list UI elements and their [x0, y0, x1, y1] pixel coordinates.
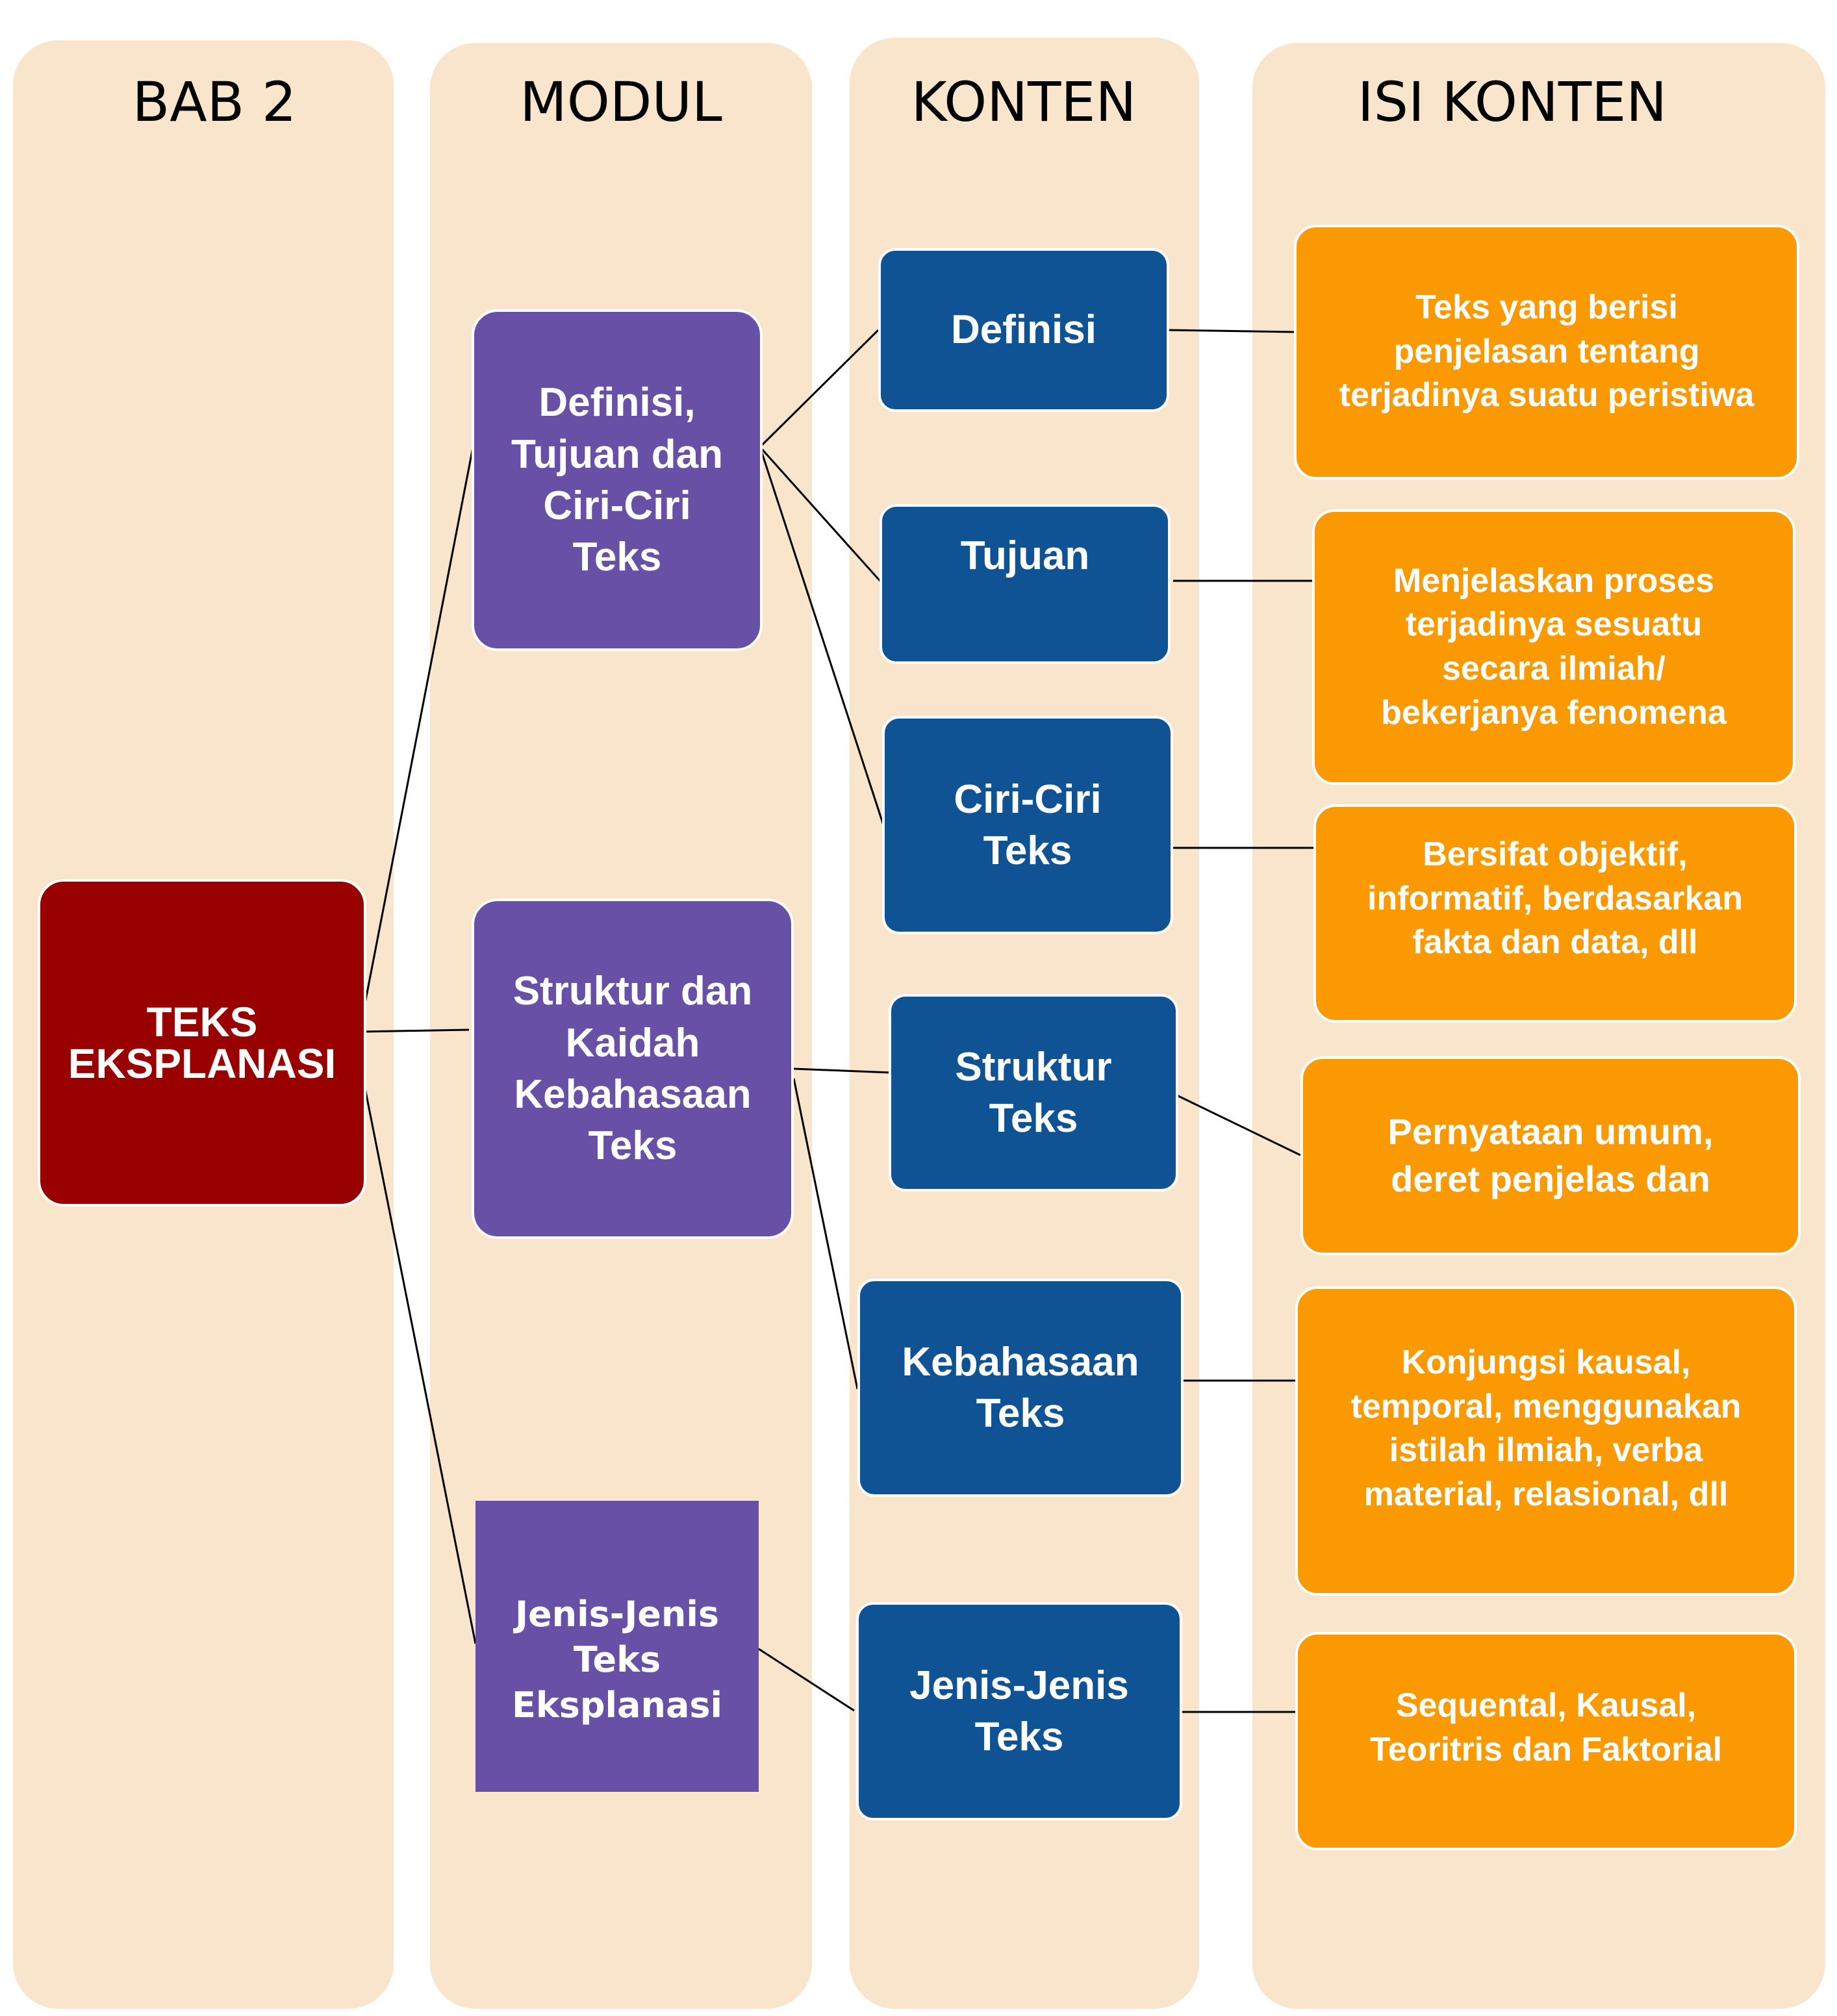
connector-root-modul-1	[359, 433, 477, 1027]
konten-label: Kebahasaan Teks	[902, 1339, 1139, 1436]
isi-text: Konjungsi kausal, temporal, menggunakan …	[1350, 1344, 1742, 1513]
connector-definisi-isi	[1169, 329, 1295, 333]
connector-root-modul-2	[360, 1028, 470, 1033]
connector-modul3-jenis	[758, 1648, 855, 1712]
modul-label: Struktur dan Kaidah Kebahasaan Teks	[513, 969, 753, 1169]
modul-definisi-tujuan-ciri: Definisi, Tujuan dan Ciri-Ciri Teks	[472, 309, 763, 651]
konten-struktur: Struktur Teks	[889, 994, 1178, 1192]
isi-text: Bersifat objektif, informatif, berdasark…	[1367, 836, 1743, 962]
column-title-modul: MODUL	[520, 70, 722, 134]
konten-ciri-ciri: Ciri-Ciri Teks	[882, 716, 1173, 934]
isi-text: Sequental, Kausal, Teoritris dan Faktori…	[1369, 1687, 1723, 1768]
isi-text: Teks yang berisi penjelasan tentang terj…	[1339, 288, 1755, 415]
isi-text: Menjelaskan proses terjadinya sesuatu se…	[1381, 561, 1727, 732]
isi-kebahasaan: Konjungsi kausal, temporal, menggunakan …	[1295, 1286, 1797, 1596]
modul-struktur-kaidah: Struktur dan Kaidah Kebahasaan Teks	[472, 899, 794, 1239]
connector-modul2-kebahasaan	[792, 1078, 859, 1390]
konten-label: Ciri-Ciri Teks	[954, 776, 1102, 873]
connector-modul1-definisi	[759, 329, 880, 448]
root-teks-eksplanasi: TEKS EKSPLANASI	[38, 879, 366, 1206]
column-title-konten: KONTEN	[911, 70, 1137, 134]
isi-text: Pernyataan umum, deret penjelas dan	[1387, 1111, 1714, 1199]
konten-label: Struktur Teks	[955, 1044, 1112, 1141]
isi-ciri-ciri: Bersifat objektif, informatif, berdasark…	[1313, 804, 1797, 1023]
column-title-bab: BAB 2	[132, 70, 297, 134]
isi-struktur: Pernyataan umum, deret penjelas dan	[1300, 1056, 1801, 1255]
modul-jenis-jenis: Jenis-Jenis Teks Eksplanasi	[475, 1501, 759, 1792]
konten-label: Tujuan	[960, 533, 1090, 578]
column-title-isi-konten: ISI KONTEN	[1357, 70, 1667, 134]
connector-modul1-tujuan	[759, 446, 885, 586]
connector-root-modul-3	[359, 1065, 477, 1644]
modul-label: Jenis-Jenis Teks Eksplanasi	[511, 1594, 723, 1726]
konten-definisi: Definisi	[878, 248, 1169, 412]
isi-jenis-jenis: Sequental, Kausal, Teoritris dan Faktori…	[1295, 1632, 1797, 1850]
konten-label: Jenis-Jenis Teks	[909, 1663, 1129, 1759]
connector-struktur-isi	[1175, 1093, 1301, 1156]
modul-label: Definisi, Tujuan dan Ciri-Ciri Teks	[511, 380, 724, 580]
isi-definisi: Teks yang berisi penjelasan tentang terj…	[1294, 225, 1799, 479]
konten-jenis-jenis: Jenis-Jenis Teks	[856, 1602, 1182, 1820]
root-label: TEKS EKSPLANASI	[68, 999, 336, 1087]
konten-label: Definisi	[951, 307, 1096, 353]
connector-modul1-ciri	[759, 446, 885, 826]
konten-tujuan: Tujuan	[880, 504, 1171, 664]
isi-tujuan: Menjelaskan proses terjadinya sesuatu se…	[1312, 509, 1795, 785]
konten-kebahasaan: Kebahasaan Teks	[857, 1279, 1184, 1497]
